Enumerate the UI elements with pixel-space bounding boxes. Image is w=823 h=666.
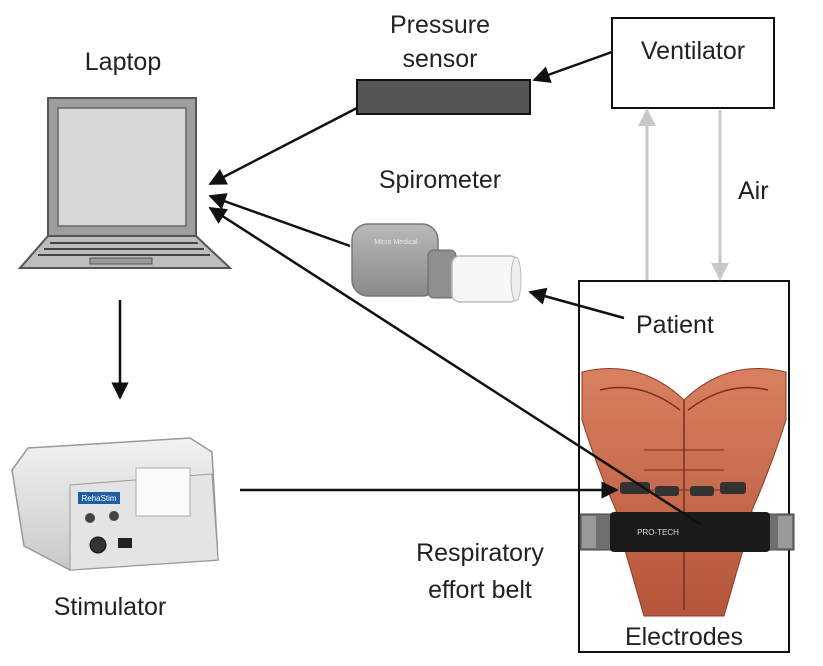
arrow-spirometer-to-laptop — [208, 193, 351, 248]
electrode-pad — [690, 486, 714, 496]
electrode-pad — [720, 482, 746, 494]
patient-torso-icon: PRO-TECH — [579, 368, 795, 617]
belt-brand: PRO-TECH — [637, 528, 679, 537]
label-laptop: Laptop — [84, 48, 162, 76]
arrow-ventilator-to-sensor — [532, 50, 613, 83]
label-spirometer: Spirometer — [378, 166, 502, 194]
ventilator-box — [611, 17, 775, 109]
label-air: Air — [738, 177, 769, 205]
label-stimulator: Stimulator — [53, 593, 167, 621]
electrode-pad — [655, 486, 679, 496]
label-ventilator: Ventilator — [640, 37, 746, 65]
stimulator-brand: RehaStim — [81, 494, 116, 503]
arrow-patient-to-spirometer — [528, 287, 625, 320]
pressure-sensor-icon — [356, 79, 531, 115]
label-belt-2: effort belt — [428, 576, 532, 604]
spirometer-icon: Micro Medical — [351, 223, 522, 303]
electrode-pad — [620, 482, 650, 494]
stimulator-icon: RehaStim — [11, 437, 219, 571]
label-electrodes: Electrodes — [624, 623, 744, 651]
label-pressure-sensor-2: sensor — [402, 45, 478, 73]
spirometer-brand: Micro Medical — [374, 239, 418, 246]
label-patient: Patient — [636, 311, 714, 339]
label-belt-1: Respiratory — [416, 539, 544, 567]
arrow-belt-to-laptop — [208, 206, 701, 526]
arrow-sensor-to-laptop — [208, 106, 358, 186]
laptop-icon — [17, 97, 233, 269]
label-pressure-sensor-1: Pressure — [389, 11, 491, 39]
